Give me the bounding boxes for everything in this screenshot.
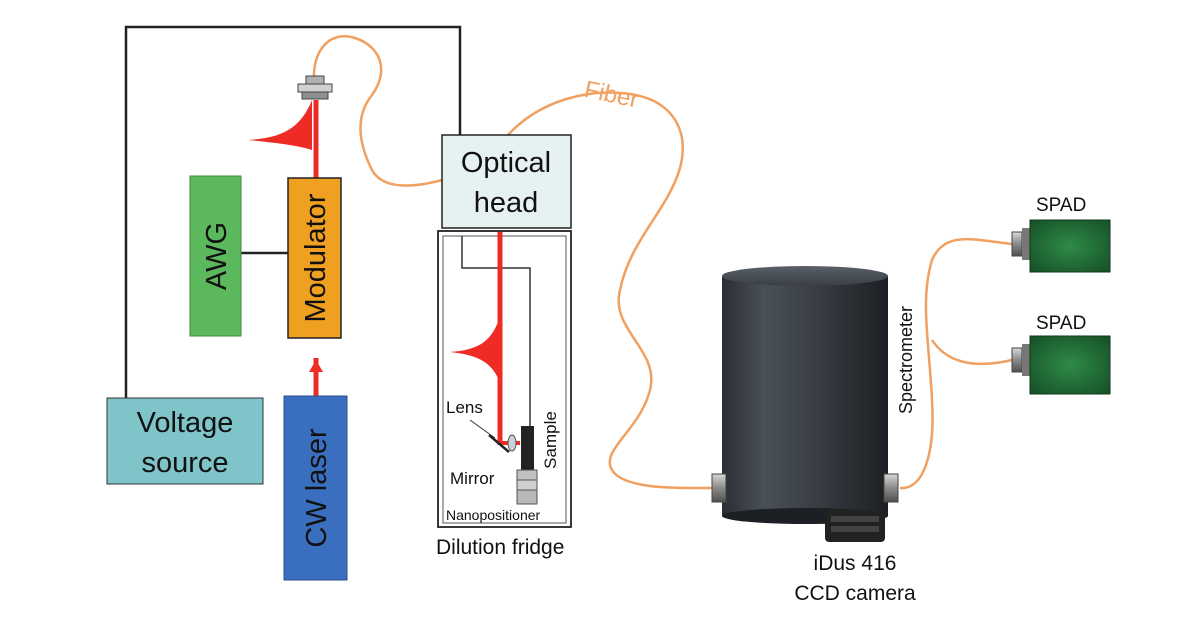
dilution-fridge-box: Lens Sample Mirror Nanopositioner	[437, 230, 572, 528]
spad-detector-bottom: SPAD	[1011, 313, 1111, 395]
optical-head-label-2: head	[474, 187, 539, 219]
fiber-label: Fiber	[582, 76, 641, 114]
mirror-icon	[488, 434, 510, 453]
electrical-wiring	[124, 25, 462, 398]
spectrometer-input-port-icon	[711, 473, 727, 503]
modulator-label: Modulator	[300, 193, 332, 322]
fiber-lines	[312, 35, 1013, 490]
optical-head-box: Optical head	[441, 134, 572, 229]
sample-label: Sample	[541, 411, 560, 469]
voltage-source-label-1: Voltage	[137, 407, 234, 439]
nanopositioner-icon	[516, 489, 538, 505]
spad-top-label: SPAD	[1036, 195, 1086, 216]
voltage-source-box: Voltage source	[106, 397, 264, 485]
optical-head-label-1: Optical	[461, 147, 551, 179]
camera-label-1: iDus 416	[814, 552, 897, 575]
lens-label: Lens	[446, 398, 483, 417]
spad-bottom-label: SPAD	[1036, 313, 1086, 334]
dilution-fridge-label: Dilution fridge	[436, 536, 564, 559]
cw-laser-label: CW laser	[301, 428, 333, 548]
spectrometer-label: Spectrometer	[896, 306, 916, 414]
laser-beam	[248, 100, 323, 396]
spectrometer-body: Spectrometer	[711, 266, 916, 524]
awg-label: AWG	[201, 222, 233, 290]
lens-icon	[507, 434, 517, 452]
cw-laser-box: CW laser	[283, 395, 348, 581]
fiber-connector-icon	[297, 75, 333, 100]
nanopositioner-label: Nanopositioner	[446, 507, 541, 523]
spad-detector-top: SPAD	[1011, 195, 1111, 273]
ccd-camera-icon	[825, 510, 885, 542]
voltage-source-label-2: source	[141, 447, 228, 479]
modulator-box: Modulator	[287, 177, 342, 339]
camera-label-2: CCD camera	[794, 582, 916, 605]
awg-box: AWG	[189, 175, 242, 337]
sample-icon	[521, 426, 534, 470]
spectrometer-output-port-icon	[883, 473, 899, 503]
mirror-label: Mirror	[450, 469, 495, 488]
